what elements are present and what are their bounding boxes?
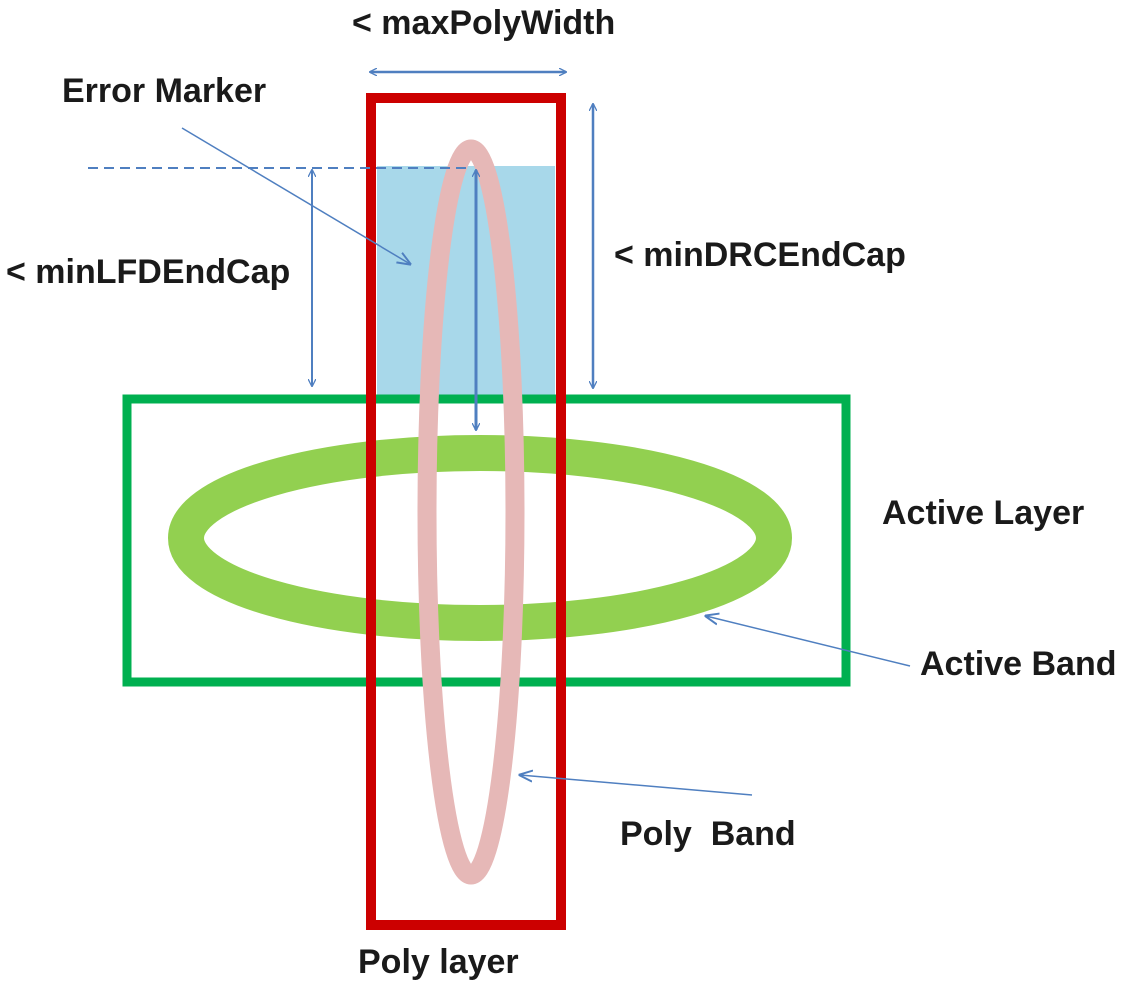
error-marker-region bbox=[377, 166, 555, 396]
poly-band-label: Poly Band bbox=[620, 815, 796, 853]
error-marker-pointer bbox=[181, 127, 410, 264]
active-layer-rect bbox=[122, 394, 851, 687]
active-layer-label: Active Layer bbox=[882, 494, 1084, 532]
active-band-label: Active Band bbox=[920, 645, 1117, 683]
poly-band-ellipse bbox=[417, 139, 525, 885]
poly-band-pointer bbox=[520, 775, 753, 796]
max-poly-width-label: < maxPolyWidth bbox=[352, 4, 615, 42]
error-marker-label: Error Marker bbox=[62, 72, 266, 110]
min-lfd-end-cap-label: < minLFDEndCap bbox=[6, 253, 290, 291]
poly-layer-rect bbox=[366, 93, 566, 930]
active-band-ellipse bbox=[168, 435, 792, 641]
poly-layer-label: Poly layer bbox=[358, 943, 519, 981]
active-band-pointer bbox=[706, 616, 911, 667]
min-drc-end-cap-label: < minDRCEndCap bbox=[614, 236, 906, 274]
